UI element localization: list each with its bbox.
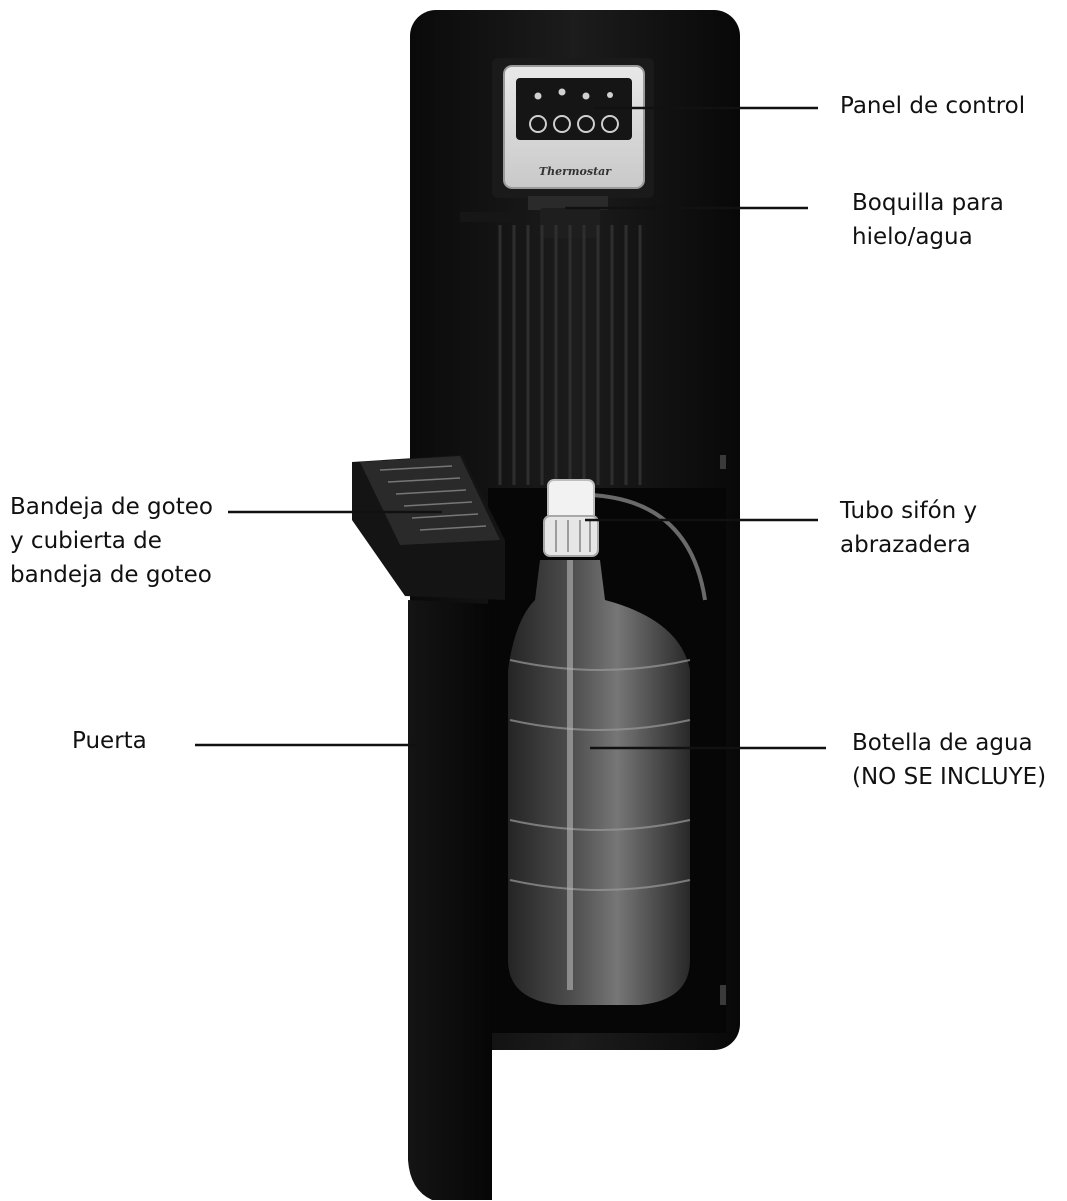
label-drip-tray: Bandeja de goteo y cubierta de bandeja d…: [10, 494, 213, 588]
label-door: Puerta: [72, 728, 147, 754]
control-panel: Thermostar: [492, 58, 654, 198]
siphon-clamp: [543, 479, 599, 557]
ribbed-channel: [498, 225, 642, 485]
drip-tray: [352, 455, 505, 600]
water-bottle: [508, 560, 691, 1005]
label-siphon: Tubo sifón y abrazadera: [840, 498, 978, 558]
label-control-panel: Panel de control: [840, 93, 1026, 119]
label-bottle: Botella de agua (NO SE INCLUYE): [852, 730, 1047, 790]
door: [408, 600, 492, 1200]
brand-logo: Thermostar: [539, 165, 612, 178]
siphon-hose: [589, 493, 707, 601]
label-spout: Boquilla para hielo/agua: [852, 190, 1004, 250]
